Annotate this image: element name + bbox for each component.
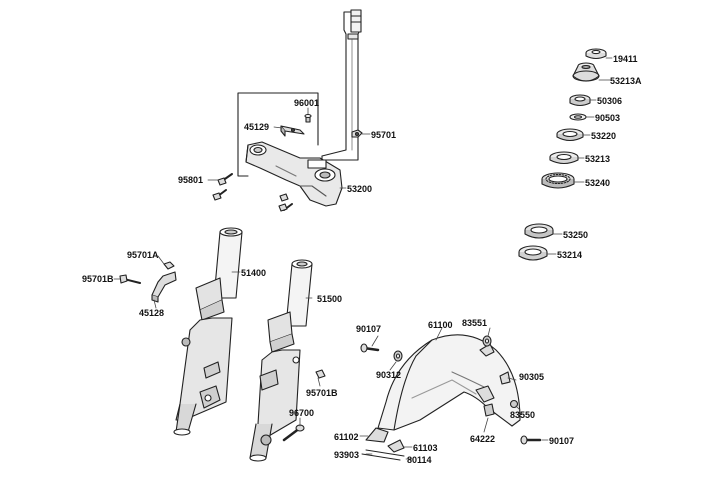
bolt-95701a <box>163 261 175 270</box>
part-label-53250: 53250 <box>563 230 589 240</box>
part-label-19411: 19411 <box>613 54 638 64</box>
group-bracket <box>237 92 319 177</box>
bearing-53220 <box>556 128 584 142</box>
part-label-50306: 50306 <box>597 96 623 106</box>
bearing-19411 <box>585 48 607 60</box>
bolt-96001 <box>304 113 312 123</box>
part-label-90305: 90305 <box>519 372 545 382</box>
part-label-95701: 95701 <box>371 130 397 140</box>
bolt-90107-left <box>360 343 380 353</box>
part-label-95801: 95801 <box>178 175 204 185</box>
part-label-95701b: 95701B <box>82 274 114 284</box>
part-label-90312: 90312 <box>376 370 402 380</box>
part-label-53214: 53214 <box>557 250 583 260</box>
part-label-80114: 80114 <box>407 455 432 465</box>
nut-95701 <box>351 129 363 138</box>
fork-leg-51500 <box>249 259 313 462</box>
part-label-90107-right: 90107 <box>549 436 575 446</box>
bolt-95701b-right <box>315 369 326 379</box>
bearing-53240 <box>541 172 575 189</box>
bolt-95701b <box>119 274 141 284</box>
bolt-96700 <box>282 424 305 442</box>
bearing-50306 <box>569 94 591 107</box>
part-label-51400: 51400 <box>241 268 267 278</box>
bracket-61102 <box>365 427 389 443</box>
mudguard-61100 <box>377 334 521 431</box>
spacer-90312 <box>393 350 403 362</box>
grommet-83551 <box>482 335 492 347</box>
part-label-53200: 53200 <box>347 184 373 194</box>
part-label-45128: 45128 <box>139 308 165 318</box>
nut-64222 <box>483 403 495 417</box>
part-label-96700: 96700 <box>289 408 315 418</box>
part-label-90503: 90503 <box>595 113 621 123</box>
part-label-83551: 83551 <box>462 318 488 328</box>
steering-yoke <box>245 141 343 207</box>
part-label-95701a: 95701A <box>127 250 159 260</box>
cable-tie-93903 <box>361 449 405 461</box>
fork-leg-51400 <box>173 227 243 436</box>
part-label-95701b-right: 95701B <box>306 388 338 398</box>
part-label-53213a: 53213A <box>610 76 642 86</box>
part-label-64222: 64222 <box>470 434 496 444</box>
part-label-61102: 61102 <box>334 432 359 442</box>
part-label-53220: 53220 <box>591 131 617 141</box>
part-label-51500: 51500 <box>317 294 343 304</box>
bolt-90107-right <box>520 435 542 445</box>
part-label-45129: 45129 <box>244 122 270 132</box>
bracket-61103 <box>387 439 405 453</box>
bearing-53250 <box>524 223 554 239</box>
bearing-53213a <box>572 62 600 82</box>
clip-90305 <box>499 371 511 385</box>
part-label-61100: 61100 <box>428 320 453 330</box>
part-label-61103: 61103 <box>413 443 438 453</box>
clamp-45128 <box>151 271 177 303</box>
part-label-53240: 53240 <box>585 178 611 188</box>
leader-lines <box>113 57 613 460</box>
part-label-93903: 93903 <box>334 450 360 460</box>
clamp-45129 <box>280 125 305 137</box>
bearing-53214 <box>518 245 548 261</box>
part-label-90107: 90107 <box>356 324 382 334</box>
bearing-53213 <box>549 151 579 165</box>
bolts-95801 <box>212 173 293 212</box>
part-label-53213: 53213 <box>585 154 611 164</box>
part-label-83550: 83550 <box>510 410 536 420</box>
part-label-96001: 96001 <box>294 98 320 108</box>
washer-90503 <box>569 113 587 121</box>
